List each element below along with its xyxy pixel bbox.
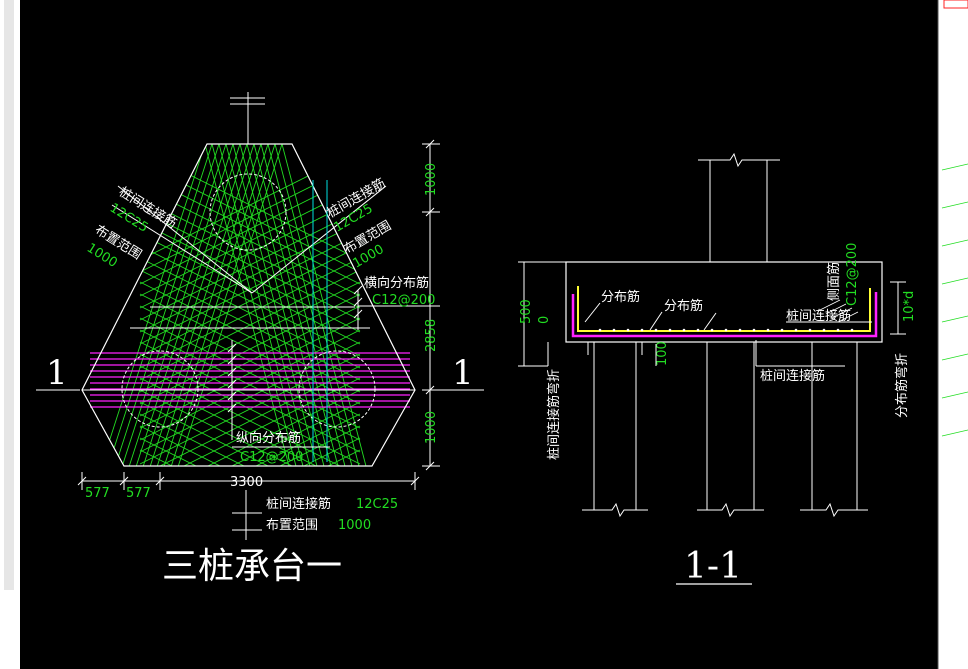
- piles: [121, 173, 376, 428]
- longitudinal-leader: [227, 340, 330, 448]
- right-panel: [938, 0, 968, 669]
- bottom-strip-range-label: 布置范围: [266, 518, 318, 533]
- transverse-label: 横向分布筋: [364, 275, 429, 291]
- left-scrollbar[interactable]: [4, 0, 14, 590]
- section-view: 500 0 100 10*d 分布筋 分布筋 桩间连接筋 桩间连接筋 侧面筋 C…: [518, 152, 917, 587]
- magenta-strip-rebars: [90, 352, 410, 408]
- dim-1000-top: 1000: [424, 163, 439, 196]
- pile-top: [209, 173, 287, 251]
- left-strip-leader: [111, 204, 253, 294]
- section-right-vertical: 分布筋弯折: [894, 353, 910, 418]
- section-label-link2: 桩间连接筋: [760, 368, 825, 384]
- bottom-strip-range: 1000: [338, 518, 371, 533]
- cyan-guides: [312, 180, 328, 462]
- section-piles: [582, 342, 868, 518]
- dim-bottom-chain: [77, 472, 420, 490]
- dim-1000-bottom: 1000: [424, 411, 439, 444]
- plan-view: 1 1 1000 2858 1000 577: [36, 92, 484, 587]
- adjacent-drawing-edge: [937, 0, 968, 669]
- plan-title: 三桩承台一: [162, 546, 342, 587]
- dim-2858: 2858: [424, 319, 439, 352]
- longitudinal-label: 纵向分布筋: [236, 430, 301, 446]
- section-dim-10d: 10*d: [902, 291, 917, 322]
- cap-inner-lines: [82, 185, 415, 391]
- section-dim-500: 500: [519, 299, 534, 324]
- section-left-vertical: 桩间连接筋弯折: [546, 369, 562, 460]
- section-column: [698, 152, 780, 262]
- section-magenta-rebar: [571, 292, 878, 338]
- section-mark-right: 1: [452, 353, 474, 393]
- dim-3300: 3300: [230, 475, 263, 490]
- dim-577-b: 577: [126, 486, 151, 501]
- section-label-link: 桩间连接筋: [786, 308, 851, 324]
- section-hatch: [819, 299, 859, 323]
- dim-right-chain: [422, 139, 440, 471]
- pile-right: [298, 350, 376, 428]
- left-scroll-panel: [0, 0, 20, 669]
- section-leaders: [584, 302, 872, 367]
- section-mark-left: 1: [46, 353, 68, 393]
- section-label-side: 侧面筋: [826, 262, 842, 301]
- pile-left: [121, 350, 199, 428]
- section-yellow-rebar: [577, 286, 871, 332]
- section-rebar-dots: [598, 328, 854, 332]
- bottom-strip-label: 桩间连接筋: [266, 496, 331, 512]
- section-dim-0: 0: [537, 316, 552, 324]
- section-label-dist1: 分布筋: [601, 289, 640, 305]
- section-title: 1-1: [684, 546, 742, 587]
- section-dim-right: [890, 281, 906, 335]
- transverse-value: C12@200: [372, 293, 435, 308]
- transverse-leader: [353, 285, 440, 330]
- longitudinal-value: C12@200: [240, 450, 303, 465]
- column-mark: [230, 92, 265, 144]
- section-dim-100: 100: [655, 341, 670, 366]
- section-label-side-val: C12@200: [845, 243, 860, 306]
- dim-577-a: 577: [85, 486, 110, 501]
- section-dim-left: [518, 261, 566, 367]
- bottom-strip-count: 12C25: [356, 497, 398, 512]
- bottom-strip-leader: [232, 490, 262, 540]
- section-cap: [565, 261, 883, 343]
- section-label-dist2: 分布筋: [664, 298, 703, 314]
